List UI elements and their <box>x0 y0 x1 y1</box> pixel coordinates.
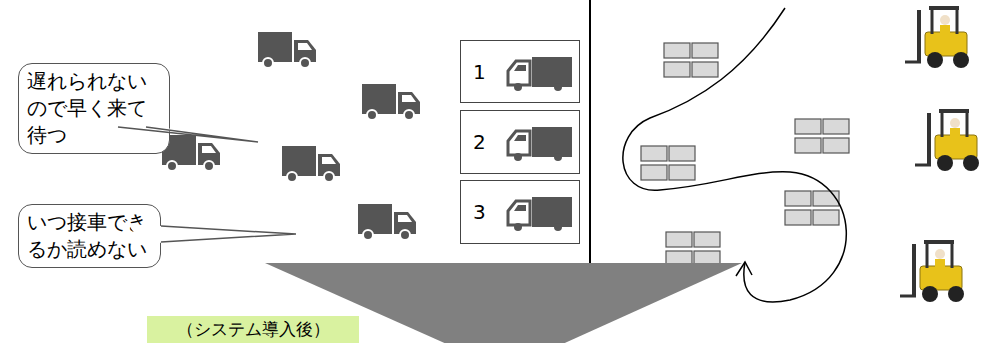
speech-bubble: いつ接車できるか読めない <box>18 204 161 268</box>
dock-wall <box>589 0 591 265</box>
truck-icon <box>362 84 420 120</box>
truck-icon <box>282 146 340 182</box>
forklift-icon <box>905 6 969 68</box>
dock-number: 1 <box>473 60 486 84</box>
truck-icon <box>358 204 416 240</box>
phase-label: （システム導入後） <box>147 316 359 343</box>
callout-tail <box>161 226 296 242</box>
pallet-stack <box>666 232 720 266</box>
pallet-stack <box>664 43 718 77</box>
docked-truck <box>508 57 572 91</box>
docked-truck <box>508 127 572 161</box>
dock-bay: 2 <box>460 110 580 174</box>
dock-number: 2 <box>473 130 486 154</box>
dock-number: 3 <box>473 200 486 224</box>
dock-bay: 1 <box>460 40 580 103</box>
forklift-icon <box>915 109 979 171</box>
forklift-icon <box>900 240 964 302</box>
pallet-stack <box>795 119 849 153</box>
node-text: 遅れられないので早く来て待つ <box>27 68 161 149</box>
dock-bay: 3 <box>460 180 580 244</box>
pallet-stack <box>641 146 695 180</box>
truck-icon <box>258 32 316 68</box>
pallet-stack <box>785 191 839 225</box>
docked-truck <box>508 197 572 231</box>
node-text: （システム導入後） <box>177 318 330 341</box>
speech-bubble: 遅れられないので早く来て待つ <box>18 63 170 154</box>
truck-icon <box>162 135 220 171</box>
node-text: いつ接車できるか読めない <box>27 209 152 263</box>
route-line <box>623 8 846 302</box>
